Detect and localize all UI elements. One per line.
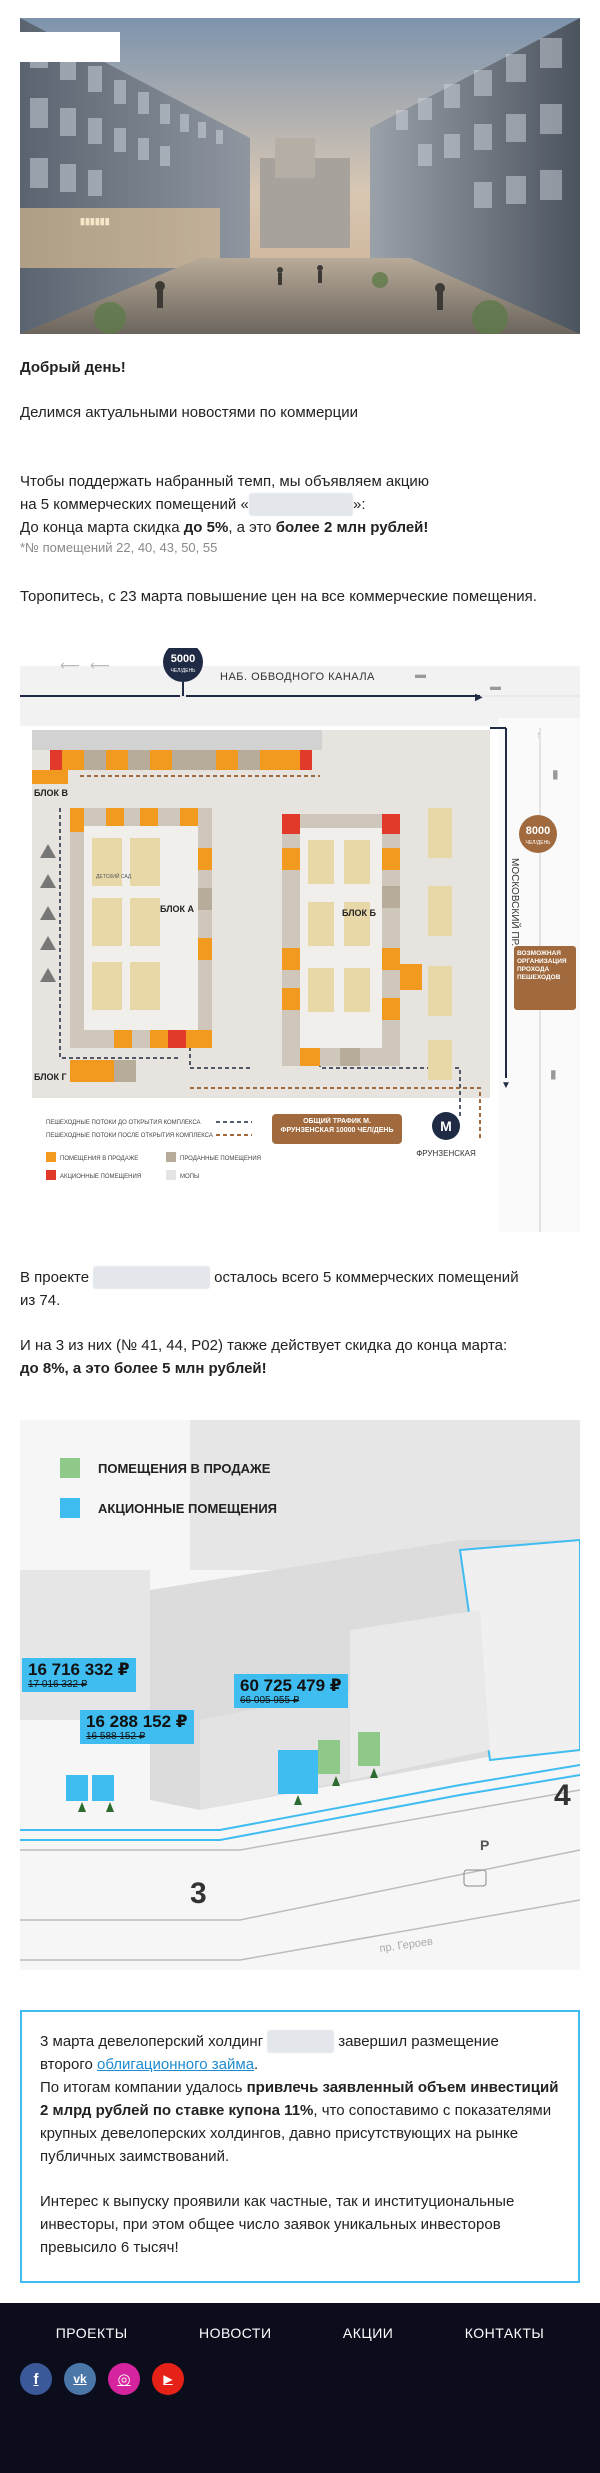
brand-logo [20, 32, 120, 62]
canal-label: НАБ. ОБВОДНОГО КАНАЛА [220, 671, 375, 683]
hero-image: ▮▮▮▮▮▮ [20, 18, 580, 334]
footer: ПРОЕКТЫ НОВОСТИ АКЦИИ КОНТАКТЫ f vk ◎ ▶ [0, 2303, 600, 2473]
legend-sold: ПРОДАННЫЕ ПОМЕЩЕНИЯ [180, 1156, 261, 1162]
project-line-2: из 74. [20, 1292, 61, 1309]
youtube-icon[interactable]: ▶ [152, 2363, 184, 2395]
news-line-3: По итогам компании удалось привлечь заяв… [40, 2079, 559, 2165]
footer-nav: ПРОЕКТЫ НОВОСТИ АКЦИИ КОНТАКТЫ [0, 2325, 600, 2341]
price-tag-2: 16 288 152 ₽16 588 152 ₽ [80, 1710, 194, 1744]
svg-text:▮▮▮▮▮▮: ▮▮▮▮▮▮ [80, 216, 110, 226]
news-box: 3 марта девелоперский холдинг завершил р… [20, 2010, 580, 2283]
promo-line-1: Чтобы поддержать набранный темп, мы объя… [20, 473, 430, 490]
hero-illustration: ▮▮▮▮▮▮ [20, 18, 580, 334]
section-number-4: 4 [554, 1779, 571, 1812]
news-line-1: 3 марта девелоперский холдинг завершил р… [40, 2030, 560, 2053]
kids-label: ДЕТСКИЙ САД [96, 872, 132, 880]
legend-flow-after: ПЕШЕХОДНЫЕ ПОТОКИ ПОСЛЕ ОТКРЫТИЯ КОМПЛЕК… [46, 1133, 213, 1139]
news-line-2: второго облигационного займа. [40, 2056, 259, 2073]
metro-icon [432, 1112, 460, 1140]
plan1-legend: ПЕШЕХОДНЫЕ ПОТОКИ ДО ОТКРЫТИЯ КОМПЛЕКСА … [46, 1120, 261, 1180]
greeting: Добрый день! [20, 359, 126, 376]
metro-traffic-label: ОБЩИЙ ТРАФИК М. ФРУНЗЕНСКАЯ 10000 ЧЕЛ/ДЕ… [280, 1118, 394, 1134]
svg-text:▶: ▶ [475, 692, 483, 703]
metro-label: ФРУНЗЕНСКАЯ [416, 1149, 476, 1158]
block-g-label: БЛОК Г [34, 1072, 67, 1082]
car-icon: ▮ [552, 767, 559, 781]
car-icon: ▬ [490, 681, 501, 693]
site-plan-svg: ⟵ ⟵ 5000 ЧЕЛ/ДЕНЬ ▶ НАБ. ОБВОДНОГО КАНАЛ… [20, 648, 580, 1232]
promo-unit-p02 [278, 1750, 318, 1794]
car-icon: ▮ [550, 1067, 557, 1081]
project-line-3: И на 3 из них (№ 41, 44, Р02) также дейс… [20, 1337, 508, 1354]
vk-icon[interactable]: vk [64, 2363, 96, 2395]
svg-text:▼: ▼ [501, 1080, 511, 1091]
sale-unit [318, 1740, 340, 1774]
block-v-label: БЛОК В [34, 788, 69, 798]
legend2-sale: ПОМЕЩЕНИЯ В ПРОДАЖЕ [98, 1461, 271, 1476]
road-p-label: Р [480, 1837, 489, 1853]
promo-unit [66, 1775, 88, 1801]
news-paragraph-2: Интерес к выпуску проявили как частные, … [40, 2193, 515, 2256]
instagram-icon[interactable]: ◎ [108, 2363, 140, 2395]
legend-flow-before: ПЕШЕХОДНЫЕ ПОТОКИ ДО ОТКРЫТИЯ КОМПЛЕКСА [46, 1120, 201, 1126]
flow-right-bubble [519, 815, 557, 853]
site-plan-map: ⟵ ⟵ 5000 ЧЕЛ/ДЕНЬ ▶ НАБ. ОБВОДНОГО КАНАЛ… [20, 648, 580, 1232]
price-tag-1: 16 716 332 ₽17 016 332 ₽ [22, 1658, 136, 1692]
metro-traffic-box [272, 1114, 402, 1144]
svg-text:↑: ↑ [536, 730, 541, 741]
social-links: f vk ◎ ▶ [0, 2341, 600, 2395]
project-name-redacted [93, 1266, 210, 1289]
block-a-label: БЛОК А [160, 904, 195, 914]
possible-passage-label: ВОЗМОЖНАЯ ОРГАНИЗАЦИЯ ПРОХОДА ПЕШЕХОДОВ [517, 950, 567, 981]
promo-line-2: на 5 коммерческих помещений « »: [20, 493, 580, 516]
svg-text:M: M [440, 1118, 452, 1134]
block-b-label: БЛОК Б [342, 908, 377, 918]
promo-line-3: До конца марта скидка до 5%, а это более… [20, 519, 429, 536]
legend-mop: МОПЫ [180, 1174, 199, 1180]
nav-projects[interactable]: ПРОЕКТЫ [55, 2325, 128, 2341]
svg-text:⟵: ⟵ [60, 657, 80, 673]
floor-plan-map: ПОМЕЩЕНИЯ В ПРОДАЖЕ АКЦИОННЫЕ ПОМЕЩЕНИЯ … [20, 1420, 580, 1970]
flow-top-bubble [163, 648, 203, 682]
hurry-text: Торопитесь, с 23 марта повышение цен на … [20, 588, 537, 605]
project-line-1: В проекте осталось всего 5 коммерческих … [20, 1266, 580, 1289]
svg-text:⟵: ⟵ [90, 657, 110, 673]
block-v-units [50, 750, 312, 770]
block-b: БЛОК Б [282, 814, 400, 1066]
section-number-3: 3 [190, 1877, 207, 1910]
prospect-label: МОСКОВСКИЙ ПР. [509, 858, 522, 946]
flow-right-unit: ЧЕЛ/ДЕНЬ [526, 840, 552, 846]
flow-top-value: 5000 [171, 653, 195, 665]
possible-passage-box [514, 946, 576, 1010]
price-tag-3: 60 725 479 ₽66 005 955 ₽ [234, 1674, 348, 1708]
intro-text: Делимся актуальными новостями по коммерц… [20, 404, 358, 421]
bus-icon [463, 1869, 487, 1887]
block-a: БЛОК А ДЕТСКИЙ САД [70, 808, 212, 1048]
bond-link[interactable]: облигационного займа [97, 2056, 255, 2073]
flow-top-unit: ЧЕЛ/ДЕНЬ [171, 668, 197, 674]
legend2-promo: АКЦИОННЫЕ ПОМЕЩЕНИЯ [98, 1501, 277, 1516]
legend-sale: ПОМЕЩЕНИЯ В ПРОДАЖЕ [60, 1156, 138, 1162]
facebook-icon[interactable]: f [20, 2363, 52, 2395]
legend-promo: АКЦИОННЫЕ ПОМЕЩЕНИЯ [60, 1174, 141, 1180]
project-line-4: до 8%, а это более 5 млн рублей! [20, 1360, 267, 1377]
promo-unit [92, 1775, 114, 1801]
sale-unit [358, 1732, 380, 1766]
flow-right-value: 8000 [526, 825, 550, 837]
nav-contacts[interactable]: КОНТАКТЫ [464, 2325, 545, 2341]
project-name-redacted [248, 493, 353, 516]
promo-note: *№ помещений 22, 40, 43, 50, 55 [20, 540, 218, 555]
nav-promos[interactable]: АКЦИИ [342, 2325, 394, 2341]
nav-news[interactable]: НОВОСТИ [198, 2325, 272, 2341]
company-name-redacted [267, 2030, 335, 2053]
car-icon: ▬ [415, 669, 426, 681]
